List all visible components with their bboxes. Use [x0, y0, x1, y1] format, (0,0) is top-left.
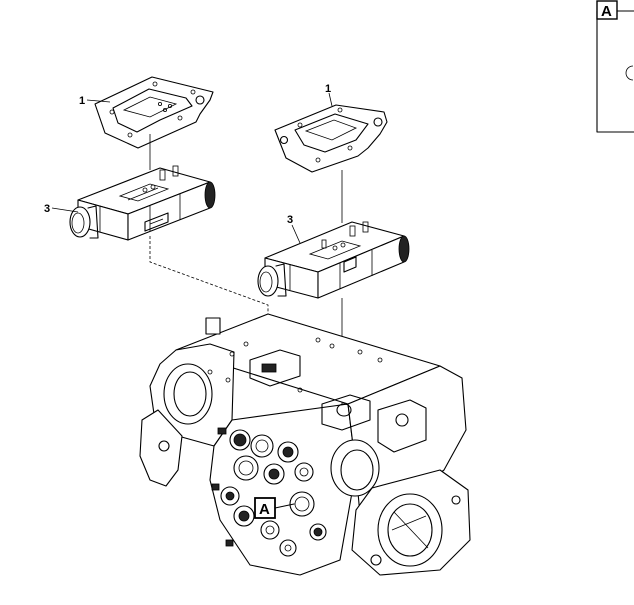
detail-inset: A: [596, 0, 634, 133]
gasket-right: [274, 104, 388, 173]
pump-housing: [139, 313, 471, 576]
solenoid-valve-left: [69, 165, 216, 241]
callout-1-right: 1: [325, 83, 331, 95]
leader-3-right: [291, 224, 301, 244]
detail-inset-label: A: [601, 3, 612, 20]
detail-inset-label-box: [596, 0, 618, 20]
callout-3-right: 3: [287, 214, 293, 226]
leader-3-left: [51, 207, 79, 213]
detail-reference-label: A: [259, 501, 270, 518]
detail-inset-frame: [596, 10, 634, 133]
detail-reference-leader: [274, 503, 295, 509]
callout-1-left: 1: [79, 95, 85, 107]
o-ring-detail: [625, 65, 634, 81]
callout-3-left: 3: [44, 203, 50, 215]
leader-1-left: [86, 99, 111, 103]
leader-1-right: [328, 92, 333, 107]
gasket-left: [94, 76, 214, 149]
solenoid-valve-right: [257, 221, 410, 299]
detail-reference: A: [254, 497, 295, 519]
